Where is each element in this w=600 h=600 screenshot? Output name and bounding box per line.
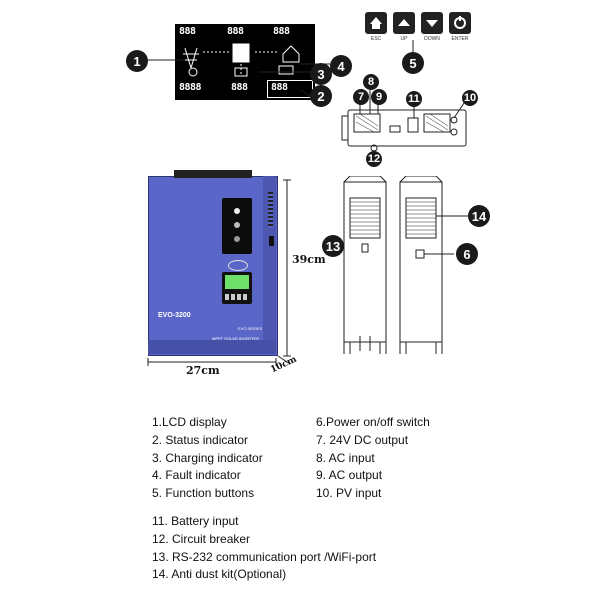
series-label: EVO SERIES xyxy=(238,326,263,331)
legend-item-2: 2. Status indicator xyxy=(152,432,249,447)
lcd-digits-top-mid: 888 xyxy=(227,26,244,37)
inverter-body xyxy=(148,176,278,356)
callout-12: 12 xyxy=(366,151,382,167)
legend-column-3: 11. Battery input 12. Circuit breaker 13… xyxy=(152,513,376,584)
model-label: EVO-3200 xyxy=(158,312,191,319)
inverter-side-vents xyxy=(268,192,273,228)
lcd-digits-top-left: 888 xyxy=(179,26,196,37)
dimension-height: 39cm xyxy=(292,253,326,266)
lcd-flow-icons xyxy=(183,43,300,77)
fault-indicator-led xyxy=(234,236,240,242)
lcd-digits-bottom-right: 888 xyxy=(271,82,288,93)
bottom-terminal-view xyxy=(341,90,467,158)
legend-item-14: 14. Anti dust kit(Optional) xyxy=(152,567,287,582)
legend-item-13: 13. RS-232 communication port /WiFi-port xyxy=(152,549,377,564)
callout-9: 9 xyxy=(371,89,387,105)
callout-14: 14 xyxy=(468,205,490,227)
callout-3: 3 xyxy=(310,63,332,85)
legend-item-12: 12. Circuit breaker xyxy=(152,531,251,546)
callout-11: 11 xyxy=(406,91,422,107)
legend-column-1: 1.LCD display 2. Status indicator 3. Cha… xyxy=(152,414,263,503)
callout-13: 13 xyxy=(322,235,344,257)
up-button-icon xyxy=(393,12,415,34)
lcd-digits-bottom-left: 8888 xyxy=(179,82,202,93)
legend-item-11: 11. Battery input xyxy=(152,514,239,528)
down-button-icon xyxy=(421,12,443,34)
lcd-display-diagram: 888 888 888 8888 888 888 xyxy=(175,24,315,100)
status-indicator-led xyxy=(234,208,240,214)
legend-item-1: 1.LCD display xyxy=(152,415,227,429)
callout-6: 6 xyxy=(456,243,478,265)
legend-item-10: 10. PV input xyxy=(316,486,382,501)
callout-2: 2 xyxy=(310,85,332,107)
esc-button-icon xyxy=(365,12,387,34)
callout-5: 5 xyxy=(402,52,424,74)
callout-4: 4 xyxy=(330,55,352,77)
esc-label: ESC xyxy=(370,36,382,42)
inverter-indicator-panel xyxy=(222,198,252,254)
legend-item-8: 8. AC input xyxy=(316,450,375,465)
legend-item-6: 6.Power on/off switch xyxy=(316,415,430,429)
enter-button-icon xyxy=(449,12,471,34)
inverter-top-bracket xyxy=(174,170,252,178)
legend-item-7: 7. 24V DC output xyxy=(316,432,409,447)
lcd-callout-lines xyxy=(148,40,414,97)
charging-indicator-led xyxy=(234,222,240,228)
inverter-lcd-panel xyxy=(222,272,252,304)
side-views xyxy=(338,176,468,354)
legend-item-5: 5. Function buttons xyxy=(152,486,255,501)
lcd-digits-top-right: 888 xyxy=(273,26,290,37)
lcd-digits-bottom-mid: 888 xyxy=(231,82,248,93)
legend-item-9: 9. AC output xyxy=(316,468,383,483)
dimension-width: 27cm xyxy=(186,364,220,377)
legend-column-2: 6.Power on/off switch 7. 24V DC output 8… xyxy=(316,414,430,503)
legend-item-3: 3. Charging indicator xyxy=(152,450,263,465)
callout-1: 1 xyxy=(126,50,148,72)
inverter-bottom-stripe xyxy=(148,340,276,354)
callout-8: 8 xyxy=(363,74,379,90)
enter-label: ENTER xyxy=(451,36,469,42)
callout-7: 7 xyxy=(353,89,369,105)
brand-logo xyxy=(228,260,248,271)
down-label: DOWN xyxy=(424,36,440,42)
inverter-side-port xyxy=(269,236,274,246)
callout-10: 10 xyxy=(462,90,478,106)
subtitle-label: MPPT SOLAR INVERTER xyxy=(212,336,259,341)
up-label: UP xyxy=(400,36,408,42)
inverter-lcd-screen xyxy=(225,275,249,289)
inverter-buttons-row xyxy=(225,294,249,300)
legend-item-4: 4. Fault indicator xyxy=(152,468,241,483)
dimension-lines xyxy=(147,179,291,366)
